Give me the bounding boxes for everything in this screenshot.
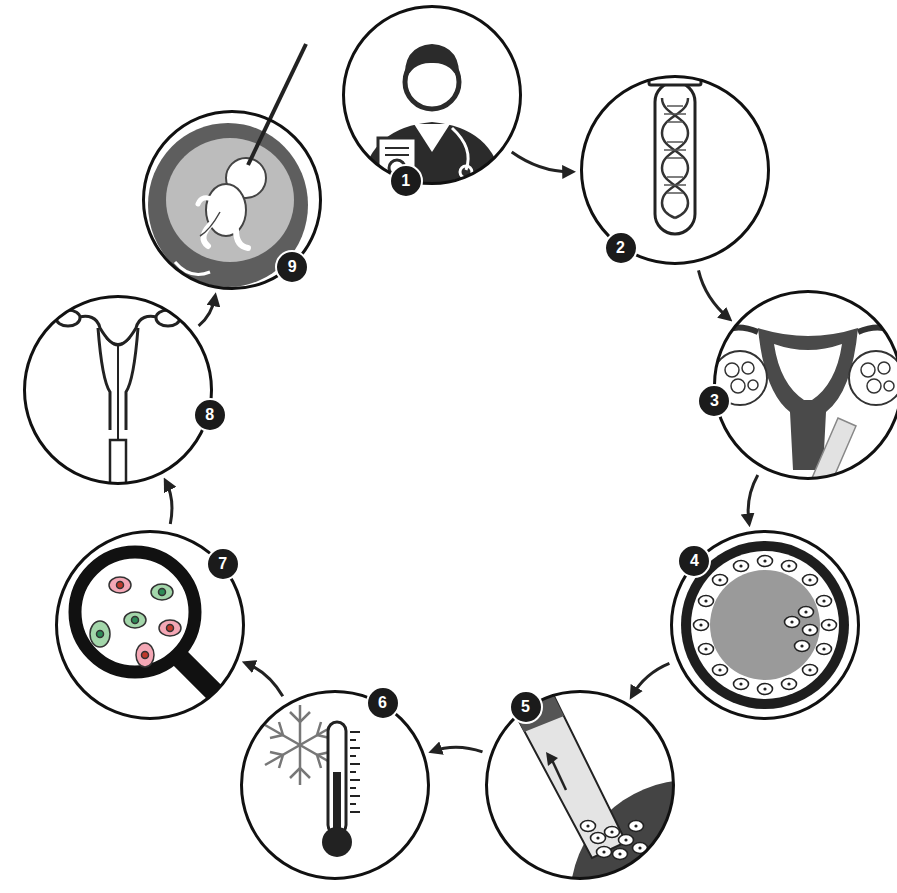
step-circle: 9 (142, 110, 322, 290)
uterus-ovaries-icon (712, 328, 897, 487)
step-circle: 6 (240, 690, 430, 880)
freezing-icon (265, 705, 360, 857)
flow-arrow (748, 475, 758, 523)
step-circle: 5 (485, 690, 675, 880)
flow-arrow (512, 152, 572, 172)
step-circle: 7 (55, 530, 245, 720)
step-circle: 2 (580, 75, 770, 265)
flow-arrow (432, 747, 482, 752)
amniocentesis-needle (248, 44, 306, 165)
step-circle: 3 (713, 290, 897, 480)
callout-number: 7 (206, 547, 240, 581)
test-tube-icon (649, 76, 701, 234)
callout-number: 6 (366, 686, 400, 720)
callout-number: 2 (604, 231, 638, 265)
circle-outline (713, 290, 897, 480)
circle-border (715, 292, 897, 479)
circle-border (344, 7, 521, 184)
step-circle: 4 (670, 530, 860, 720)
circle-border (57, 532, 244, 719)
circle-border (242, 692, 429, 879)
circle-outline (23, 295, 213, 485)
step-circle: 1 (342, 5, 522, 185)
callout-number: 3 (697, 384, 731, 418)
callout-number: 4 (677, 544, 711, 578)
circle-outline (240, 690, 430, 880)
callout-number: 5 (509, 690, 543, 724)
callout-number: 8 (193, 398, 227, 432)
flow-arrow (166, 481, 172, 524)
flow-arrow (632, 663, 670, 696)
circle-border (144, 112, 321, 289)
flow-arrow (199, 297, 216, 326)
circle-border (672, 532, 859, 719)
step-circle: 8 (23, 295, 213, 485)
flow-arrow (699, 270, 730, 318)
callout-number: 1 (389, 164, 423, 198)
doctor-icon (360, 44, 504, 195)
circle-outline (342, 5, 522, 185)
biopsy-pipette-icon (512, 692, 810, 893)
circle-border (25, 297, 212, 484)
flow-arrow (246, 663, 283, 696)
callout-number: 9 (275, 250, 309, 284)
